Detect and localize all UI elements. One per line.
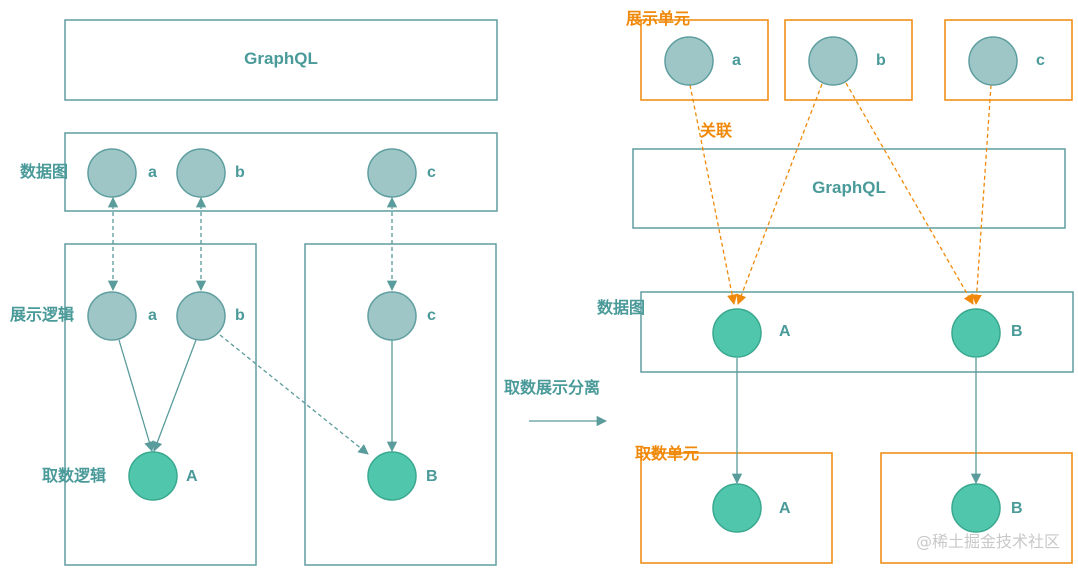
right-display-node-c-label: c (1036, 52, 1045, 69)
left-presentation-label: 展示逻辑 (10, 305, 74, 324)
left-view-node-c-label: c (427, 307, 436, 324)
right-display-unit-b-box (784, 19, 913, 101)
left-data-node-b-label: b (235, 164, 245, 181)
left-data-graph-label: 数据图 (20, 162, 68, 181)
right-display-unit-label: 展示单元 (626, 9, 690, 28)
left-fetch-node-A (128, 451, 178, 501)
left-data-graph-box (64, 132, 498, 212)
left-graphql-box (64, 19, 498, 101)
right-association-label: 关联 (700, 121, 732, 140)
left-fetch-node-A-label: A (186, 468, 198, 485)
right-data-node-A (712, 308, 762, 358)
right-data-node-A-label: A (779, 323, 791, 340)
left-view-node-a (87, 291, 137, 341)
left-graphql-label: GraphQL (244, 49, 318, 68)
right-display-unit-a-box (640, 19, 769, 101)
right-display-node-a-label: a (732, 52, 741, 69)
separation-label: 取数展示分离 (504, 378, 600, 397)
right-display-node-b-label: b (876, 52, 886, 69)
right-fetch-node-A (712, 483, 762, 533)
left-data-node-a (87, 148, 137, 198)
edge-view-a-to-fetch-a (118, 339, 155, 452)
right-graphql-label: GraphQL (812, 178, 886, 197)
right-data-node-B-label: B (1011, 323, 1023, 340)
left-data-node-a-label: a (148, 164, 157, 181)
watermark-text: @稀土掘金技术社区 (916, 532, 1060, 551)
left-view-node-b-label: b (235, 307, 245, 324)
left-fetch-label: 取数逻辑 (42, 466, 106, 485)
left-view-node-c (367, 291, 417, 341)
left-data-node-c-label: c (427, 164, 436, 181)
left-view-node-b (176, 291, 226, 341)
right-data-graph-label: 数据图 (597, 298, 645, 317)
right-fetch-node-A-label: A (779, 500, 791, 517)
right-display-node-a (664, 36, 714, 86)
right-display-node-b (808, 36, 858, 86)
left-view-node-a-label: a (148, 307, 157, 324)
assoc-edge-b-to-B (845, 82, 974, 305)
left-fetch-node-B (367, 451, 417, 501)
assoc-edge-a-to-A (689, 84, 738, 306)
assoc-edge-b-to-A (736, 83, 823, 305)
right-graphql-box (632, 148, 1066, 229)
left-data-node-b (176, 148, 226, 198)
edge-view-b-to-fetch-b (219, 334, 369, 455)
right-data-graph-box (640, 291, 1074, 373)
left-data-node-c (367, 148, 417, 198)
left-module-box-2 (304, 243, 497, 566)
right-display-node-c (968, 36, 1018, 86)
right-fetch-node-B (951, 483, 1001, 533)
edge-view-b-to-fetch-a (152, 339, 197, 452)
left-fetch-node-B-label: B (426, 468, 438, 485)
right-display-unit-c-box (944, 19, 1073, 101)
left-module-box-1 (64, 243, 257, 566)
assoc-edge-c-to-B (971, 84, 992, 306)
right-data-node-B (951, 308, 1001, 358)
right-fetch-node-B-label: B (1011, 500, 1023, 517)
